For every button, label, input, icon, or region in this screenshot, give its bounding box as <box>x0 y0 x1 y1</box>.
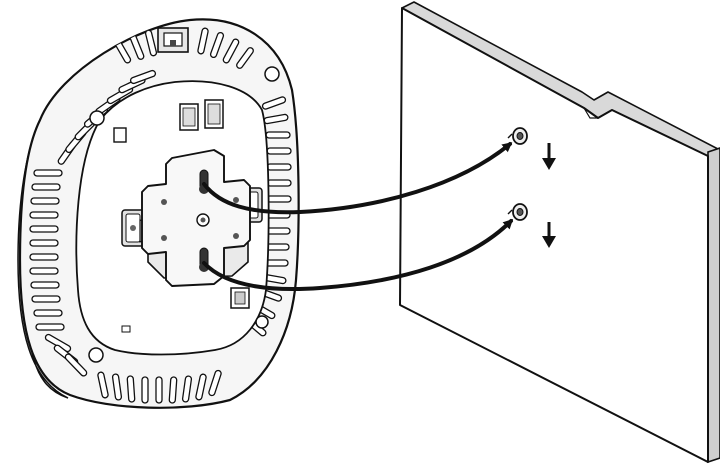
arrow-down-lower <box>542 222 556 248</box>
curved-arrow-upper <box>202 142 513 215</box>
wall-panel <box>399 1 720 464</box>
vent-ribs <box>29 27 292 404</box>
screw-lower <box>507 203 528 221</box>
bracket-cross-plate <box>141 149 251 287</box>
arrow-down-upper <box>542 143 556 170</box>
screw-upper <box>507 127 528 145</box>
ethernet-port <box>157 27 189 53</box>
curved-arrow-lower <box>202 218 514 292</box>
